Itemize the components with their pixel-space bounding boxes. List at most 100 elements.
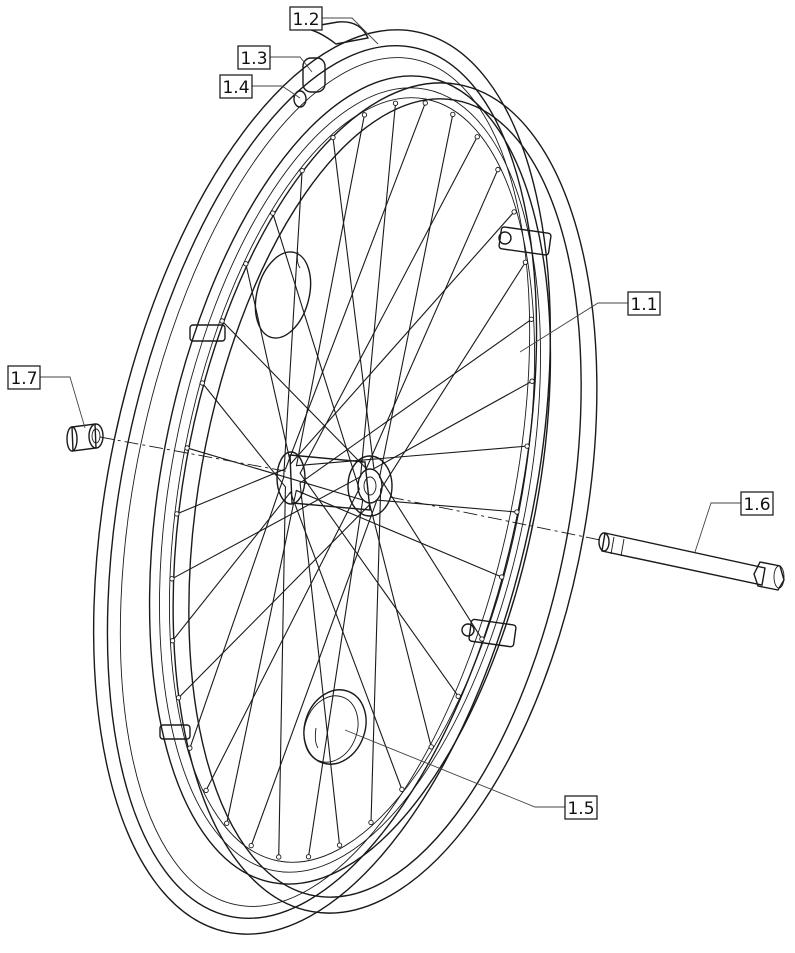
- spoke-nipple: [243, 261, 249, 267]
- spoke: [299, 482, 341, 846]
- spoke: [289, 211, 515, 465]
- spoke: [245, 263, 292, 465]
- spoke: [171, 476, 362, 580]
- push-rim: [172, 82, 598, 914]
- label-pushrim-cap: 1.3: [237, 45, 271, 70]
- spoke-nipple: [495, 166, 501, 173]
- spoke-nipple: [450, 111, 456, 117]
- spoke: [299, 136, 478, 474]
- spoke-nipple: [276, 854, 282, 860]
- spoke: [289, 491, 403, 790]
- spoke-nipple: [455, 693, 461, 699]
- spoke: [250, 499, 378, 846]
- spoke: [272, 212, 360, 490]
- spoke: [365, 169, 499, 470]
- axle-part: [598, 532, 785, 591]
- spoke-nipple: [270, 210, 276, 216]
- rim-brackets: [159, 226, 552, 740]
- spoke-nipple: [219, 318, 225, 324]
- spoke-nipple: [522, 259, 529, 265]
- spoke: [226, 489, 297, 824]
- label-text: 1.5: [567, 799, 594, 819]
- label-text: 1.4: [222, 78, 249, 98]
- spoke-nipple: [169, 576, 175, 582]
- spoke-nipple: [499, 574, 505, 580]
- spoke: [378, 114, 454, 478]
- spoke-nipple: [422, 100, 428, 106]
- tire-top-segment: [302, 21, 369, 45]
- spokes: [169, 100, 535, 860]
- spoke: [373, 380, 533, 470]
- spoke: [205, 488, 360, 791]
- spoke: [307, 499, 364, 857]
- spoke-nipple: [392, 100, 399, 106]
- spoke-nipple: [299, 167, 305, 174]
- spoke-nipple: [175, 695, 182, 701]
- valve-part: [293, 90, 307, 108]
- leader-lines: [40, 17, 741, 808]
- label-bearing-spacer: 1.7: [7, 365, 41, 390]
- spoke: [295, 489, 502, 578]
- spoke-nipple: [184, 445, 190, 451]
- upper-disc: [254, 251, 312, 339]
- spoke: [178, 503, 371, 699]
- spoke: [380, 261, 526, 490]
- label-text: 1.7: [10, 369, 37, 389]
- spoke: [295, 114, 365, 467]
- spoke-nipple: [511, 209, 517, 215]
- label-text: 1.1: [630, 295, 657, 315]
- spoke-nipple: [361, 112, 368, 118]
- spoke-nipple: [174, 511, 180, 517]
- spoke-nipple: [528, 316, 535, 322]
- spoke-nipple: [399, 786, 405, 793]
- spoke-nipple: [224, 820, 230, 826]
- spoke: [299, 472, 459, 697]
- spoke-nipple: [203, 787, 209, 794]
- spoke-nipple: [248, 843, 254, 849]
- spoke-nipple: [336, 842, 343, 848]
- spoke: [176, 468, 286, 515]
- label-axle: 1.6: [740, 491, 774, 516]
- label-tire: 1.2: [289, 6, 323, 31]
- spoke: [284, 102, 426, 470]
- label-text: 1.2: [292, 10, 319, 30]
- spoke: [376, 499, 517, 513]
- spacer-centerline: [99, 436, 291, 473]
- spoke: [278, 486, 286, 857]
- spoke-nipple: [368, 819, 374, 826]
- spoke: [332, 137, 375, 470]
- hub: [276, 451, 393, 517]
- spoke: [295, 445, 528, 467]
- spoke: [370, 488, 382, 823]
- spoke: [189, 477, 285, 749]
- pushrim-cap-part: [302, 57, 326, 93]
- spoke: [369, 503, 432, 747]
- label-text: 1.6: [743, 495, 770, 515]
- spoke: [221, 320, 367, 470]
- spoke-nipple: [428, 744, 434, 750]
- spoke-nipple: [514, 509, 520, 515]
- spoke-nipple: [330, 134, 336, 141]
- spoke-nipple: [524, 443, 530, 449]
- spoke-nipple: [305, 854, 312, 860]
- label-text: 1.3: [240, 49, 267, 69]
- spoke-nipple: [199, 380, 205, 386]
- label-rim: 1.1: [627, 291, 661, 316]
- label-valve: 1.4: [219, 74, 253, 99]
- label-hub-disc: 1.5: [564, 795, 598, 820]
- axle-centerline: [389, 496, 601, 541]
- spoke-nipple: [169, 638, 176, 644]
- spoke: [359, 103, 397, 478]
- spoke: [283, 170, 303, 479]
- spoke-nipple: [187, 745, 193, 751]
- spoke-nipple: [474, 134, 480, 140]
- bearing-spacer-part: [66, 423, 104, 452]
- spoke-nipple: [479, 636, 485, 642]
- rim: [148, 75, 552, 885]
- spoke: [378, 476, 483, 640]
- spoke-nipple: [529, 378, 535, 384]
- spoke: [172, 491, 292, 642]
- spoke: [201, 382, 287, 488]
